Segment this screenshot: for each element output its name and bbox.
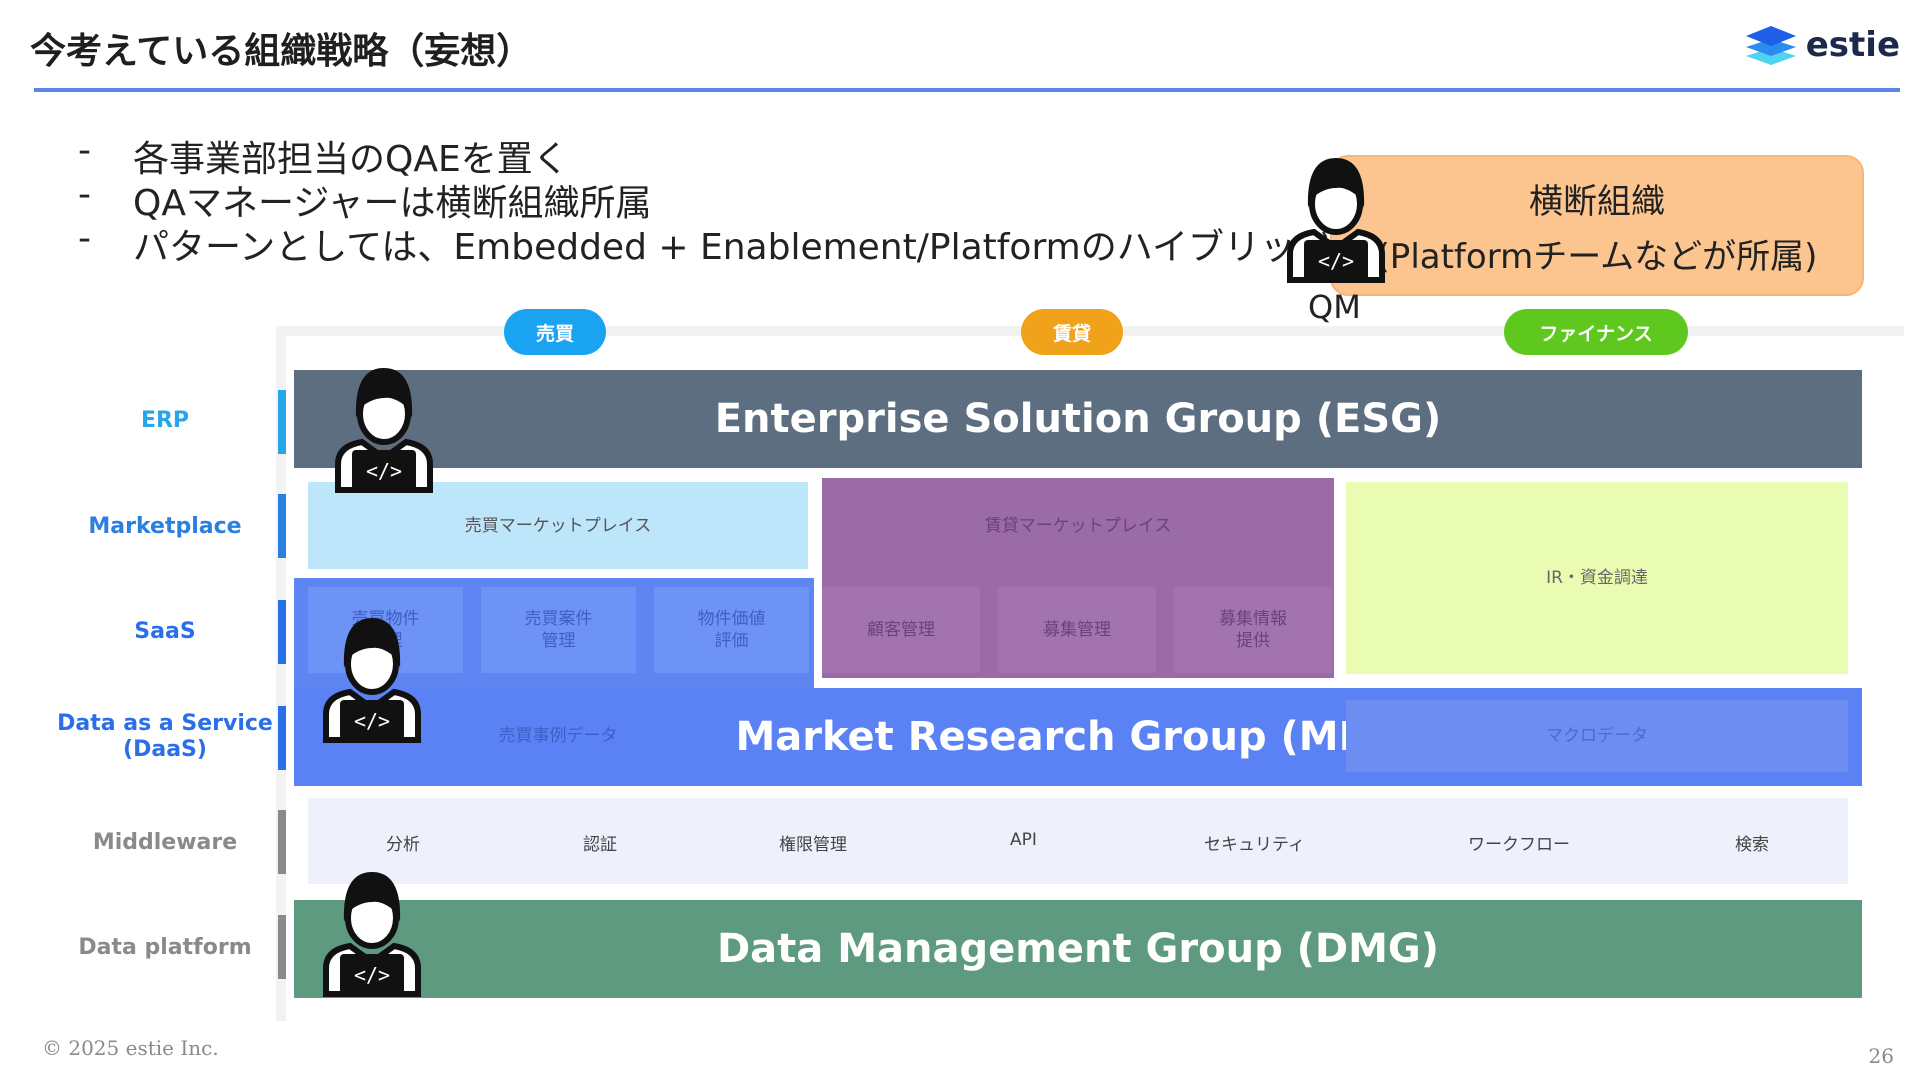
pill-finance: ファイナンス	[1504, 309, 1688, 355]
cell-recruit-mgmt: 募集管理	[998, 587, 1156, 673]
mrg-title: Market Research Group (MRG)	[735, 714, 1421, 760]
cell-ir-fundraising: IR・資金調達	[1346, 482, 1848, 674]
dmg-band: Data Management Group (DMG)	[294, 900, 1862, 998]
code-symbol: </>	[354, 963, 390, 987]
pill-baibai: 売買	[504, 309, 606, 355]
engineer-laptop-icon: </>	[1287, 158, 1385, 283]
bullet-text: パターンとしては、Embedded + Enablement/Platformの…	[133, 227, 1332, 268]
middleware-item: ワークフロー	[1468, 835, 1570, 855]
row-label-daas: Data as a Service (DaaS)	[57, 711, 273, 762]
cell-baibai-case-data: 売買事例データ	[498, 726, 618, 746]
row-bar-daas	[278, 706, 286, 770]
row-bar-marketplace	[278, 494, 286, 558]
pill-label: 売買	[535, 322, 574, 345]
cell-baibai-deal: 売買案件 管理	[481, 587, 636, 673]
cell-chintai-marketplace: 賃貸マーケットプレイス	[984, 515, 1172, 536]
cell-customer-mgmt: 顧客管理	[822, 587, 980, 673]
bullet-text: QAマネージャーは横断組織所属	[133, 183, 652, 224]
middleware-item: 認証	[583, 835, 617, 855]
pill-label: 賃貸	[1052, 322, 1091, 345]
bullet-dash: -	[78, 130, 91, 171]
logo-layers-icon	[1745, 26, 1796, 65]
bullet-2: - QAマネージャーは横断組織所属	[78, 174, 651, 226]
row-label-data-platform: Data platform	[78, 935, 252, 960]
row-label-middleware: Middleware	[92, 830, 238, 855]
cross-org-subtitle: (Platformチームなどが所属)	[1376, 236, 1818, 277]
page-number: 26	[1868, 1044, 1894, 1068]
row-label-erp: ERP	[140, 408, 190, 433]
bullet-3: - パターンとしては、Embedded + Enablement/Platfor…	[78, 218, 1332, 270]
qm-label: QM	[1308, 288, 1361, 326]
cell-recruit-info: 募集情報 提供	[1174, 587, 1332, 673]
diagram-frame-left	[276, 326, 286, 1021]
bullet-dash: -	[78, 218, 91, 259]
esg-band: Enterprise Solution Group (ESG)	[294, 370, 1862, 468]
row-bar-erp	[278, 390, 286, 454]
code-symbol: </>	[366, 459, 402, 483]
engineer-laptop-icon: </>	[335, 368, 433, 493]
code-symbol: </>	[1318, 249, 1354, 273]
footer-copyright: © 2025 estie Inc.	[42, 1036, 219, 1060]
logo-text: estie	[1805, 25, 1900, 65]
middleware-item: 検索	[1735, 835, 1769, 855]
bullet-text: 各事業部担当のQAEを置く	[133, 139, 569, 180]
estie-logo: estie	[1744, 24, 1900, 66]
title-divider	[34, 88, 1900, 92]
cell-macro-data: マクロデータ	[1346, 700, 1848, 772]
row-bar-middleware	[278, 810, 286, 874]
row-label-marketplace: Marketplace	[88, 514, 242, 539]
dmg-title: Data Management Group (DMG)	[716, 926, 1440, 972]
pill-chintai: 賃貸	[1021, 309, 1123, 355]
page-title: 今考えている組織戦略（妄想）	[30, 31, 533, 72]
row-bar-saas	[278, 600, 286, 664]
middleware-item: API	[1010, 830, 1037, 850]
engineer-laptop-icon: </>	[323, 618, 421, 743]
row-bar-data-platform	[278, 915, 286, 979]
cross-org-box: 横断組織 (Platformチームなどが所属)	[1330, 155, 1864, 296]
cell-baibai-marketplace: 売買マーケットプレイス	[308, 482, 808, 569]
bullet-1: - 各事業部担当のQAEを置く	[78, 130, 569, 182]
middleware-row: 分析 認証 権限管理 API セキュリティ ワークフロー 検索	[308, 798, 1848, 884]
middleware-item: セキュリティ	[1204, 835, 1305, 855]
middleware-item: 分析	[386, 835, 420, 855]
code-symbol: </>	[354, 709, 390, 733]
cross-org-title: 横断組織	[1529, 181, 1665, 222]
bullet-dash: -	[78, 174, 91, 215]
middleware-item: 権限管理	[779, 835, 847, 855]
pill-label: ファイナンス	[1539, 322, 1653, 345]
esg-title: Enterprise Solution Group (ESG)	[714, 396, 1442, 442]
engineer-laptop-icon: </>	[323, 872, 421, 997]
cell-property-value: 物件価値 評価	[654, 587, 809, 673]
row-label-saas: SaaS	[134, 619, 196, 644]
